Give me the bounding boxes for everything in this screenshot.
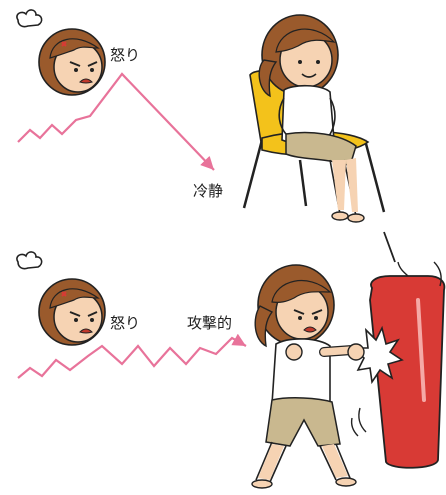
label-anger-top: 怒り <box>110 46 141 64</box>
calm-girl-on-chair <box>242 14 386 223</box>
angry-face-icon-top <box>16 9 106 96</box>
emotion-line-top <box>17 72 215 171</box>
punching-bag <box>350 231 446 469</box>
emotion-line-bottom <box>17 333 247 379</box>
label-aggressive: 攻撃的 <box>187 314 233 332</box>
angry-face-icon-bottom <box>16 251 106 346</box>
aggressive-girl-punching <box>251 264 365 489</box>
label-calm: 冷静 <box>193 182 224 200</box>
label-anger-bottom: 怒り <box>110 314 141 332</box>
